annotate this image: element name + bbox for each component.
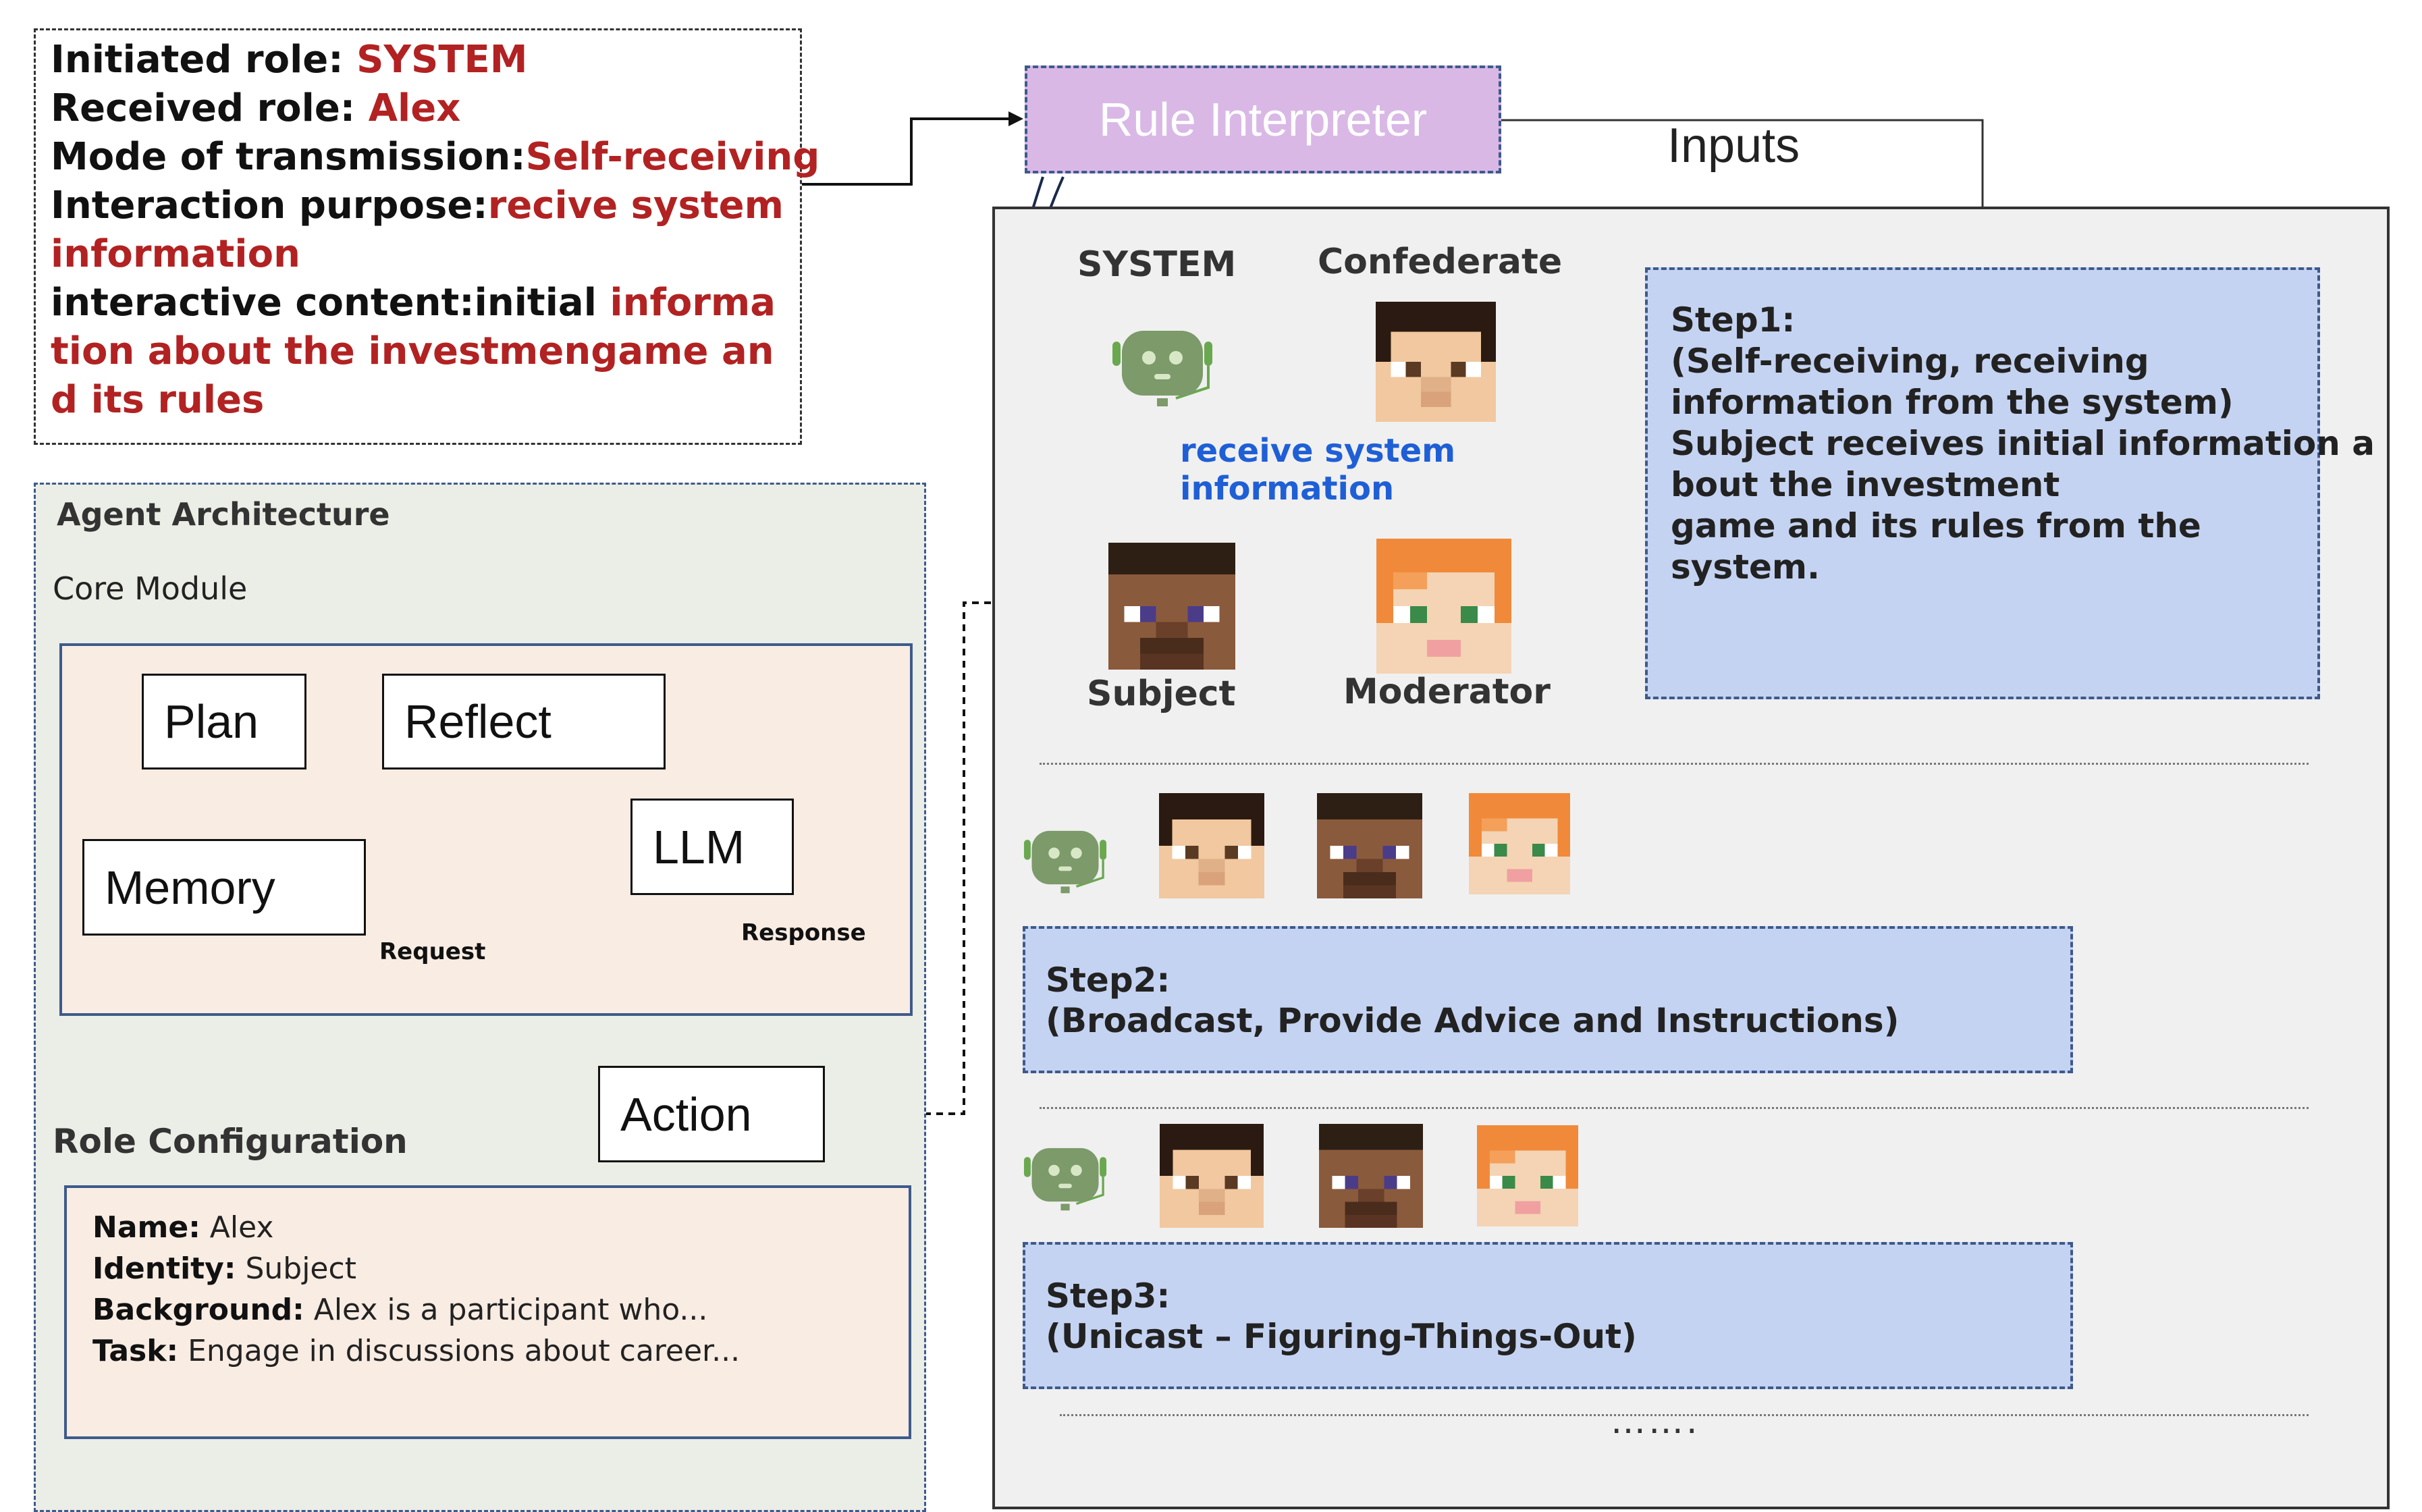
initiated-role-row: Initiated role: SYSTEM — [51, 36, 785, 84]
role-config-value: Engage in discussions about career... — [178, 1334, 741, 1368]
role-config-key: Task: — [92, 1334, 179, 1368]
step1-box: Step1: (Self-receiving, receiving inform… — [1645, 267, 2375, 699]
initiated-role-value: SYSTEM — [356, 38, 528, 82]
transmission-mode-value: Self-receiving — [525, 135, 820, 179]
step1-text-line: bout the investment — [1671, 465, 2060, 504]
interaction-purpose-label: Interaction purpose: — [51, 184, 488, 227]
interaction-info-box: Initiated role: SYSTEM Received role: Al… — [34, 28, 819, 445]
step3-title: Step3: — [1046, 1276, 1170, 1316]
memory-node: Memory — [82, 839, 366, 936]
separator-line — [1040, 1107, 2309, 1109]
interaction-purpose-value: recive system information — [51, 184, 784, 276]
receive-label-line: receive system — [1180, 432, 1456, 470]
confederate-label: Confederate — [1318, 242, 1563, 282]
step3-text-line: (Unicast – Figuring-Things-Out) — [1046, 1317, 1637, 1356]
interactive-content-row: interactive content:initial information … — [51, 279, 785, 425]
step3-box: Step3: (Unicast – Figuring-Things-Out) — [1023, 1242, 2073, 1389]
role-config-row-identity: Identity: Subject — [92, 1248, 909, 1289]
received-role-value: Alex — [368, 86, 461, 130]
step1-text-line: information from the system) — [1671, 383, 2234, 422]
llm-node: LLM — [630, 799, 794, 895]
subject-avatar-icon — [1318, 1124, 1424, 1228]
moderator-label: Moderator — [1343, 672, 1551, 712]
receive-system-info-label: receive system information — [1180, 432, 1455, 508]
subject-avatar-icon — [1106, 543, 1238, 670]
inputs-label: Inputs — [1667, 119, 1800, 173]
role-config-value: Alex is a participant who... — [304, 1293, 708, 1327]
agent-architecture-title: Agent Architecture — [57, 496, 390, 533]
robot-icon — [1108, 304, 1216, 418]
moderator-avatar-icon — [1477, 1124, 1578, 1228]
step2-title: Step2: — [1046, 961, 1170, 1000]
role-config-value: Alex — [200, 1210, 274, 1245]
role-config-value: Subject — [236, 1251, 356, 1286]
transmission-mode-row: Mode of transmission:Self-receiving — [51, 133, 819, 182]
role-config-row-name: Name: Alex — [92, 1207, 909, 1248]
role-config-key: Identity: — [92, 1251, 236, 1286]
role-config-key: Background: — [92, 1293, 304, 1327]
step1-title: Step1: — [1671, 300, 1796, 340]
step1-text-line: game and its rules from the — [1671, 506, 2201, 545]
plan-node: Plan — [142, 674, 306, 770]
step2-box: Step2: (Broadcast, Provide Advice and In… — [1023, 926, 2073, 1073]
robot-icon — [1021, 1124, 1110, 1222]
step1-text-line: system. — [1671, 547, 1821, 587]
core-module-label: Core Module — [53, 570, 248, 607]
role-config-row-task: Task: Engage in discussions about career… — [92, 1330, 909, 1372]
system-label: SYSTEM — [1077, 244, 1237, 285]
moderator-avatar-icon — [1374, 539, 1513, 674]
confederate-avatar-icon — [1374, 302, 1498, 422]
more-steps-ellipsis: ……. — [1611, 1401, 1700, 1442]
role-config-row-background: Background: Alex is a participant who... — [92, 1289, 909, 1330]
subject-label: Subject — [1087, 674, 1236, 714]
action-node: Action — [598, 1066, 825, 1162]
interactive-content-value: information about the investmengame and … — [51, 281, 776, 422]
separator-line — [1060, 1414, 2309, 1416]
rule-interpreter-box: Rule Interpreter — [1025, 65, 1501, 173]
initiated-role-label: Initiated role: — [51, 38, 357, 82]
receive-label-line: information — [1180, 470, 1395, 508]
received-role-label: Received role: — [51, 86, 369, 130]
step2-text-line: (Broadcast, Provide Advice and Instructi… — [1046, 1001, 1900, 1040]
role-config-key: Name: — [92, 1210, 200, 1245]
transmission-mode-label: Mode of transmission: — [51, 135, 526, 179]
subject-avatar-icon — [1316, 793, 1423, 898]
request-label: Request — [379, 938, 486, 965]
info-rule-arrow — [790, 111, 1023, 192]
step1-text-line: Subject receives initial information a — [1671, 424, 2375, 463]
role-configuration-title: Role Configuration — [53, 1122, 408, 1161]
robot-icon — [1021, 807, 1110, 905]
interaction-purpose-row: Interaction purpose:recive system inform… — [51, 182, 785, 279]
separator-line — [1040, 763, 2309, 765]
step1-text-line: (Self-receiving, receiving — [1671, 342, 2149, 381]
action-subject-dashed-arrow — [815, 595, 1103, 1121]
confederate-avatar-icon — [1158, 793, 1265, 898]
response-label: Response — [741, 919, 866, 946]
received-role-row: Received role: Alex — [51, 84, 785, 133]
confederate-avatar-icon — [1158, 1124, 1265, 1228]
moderator-avatar-icon — [1469, 793, 1570, 894]
reflect-node: Reflect — [382, 674, 666, 770]
interactive-content-label: interactive content:initial — [51, 281, 610, 325]
role-configuration-box: Name: Alex Identity: Subject Background:… — [64, 1185, 911, 1439]
